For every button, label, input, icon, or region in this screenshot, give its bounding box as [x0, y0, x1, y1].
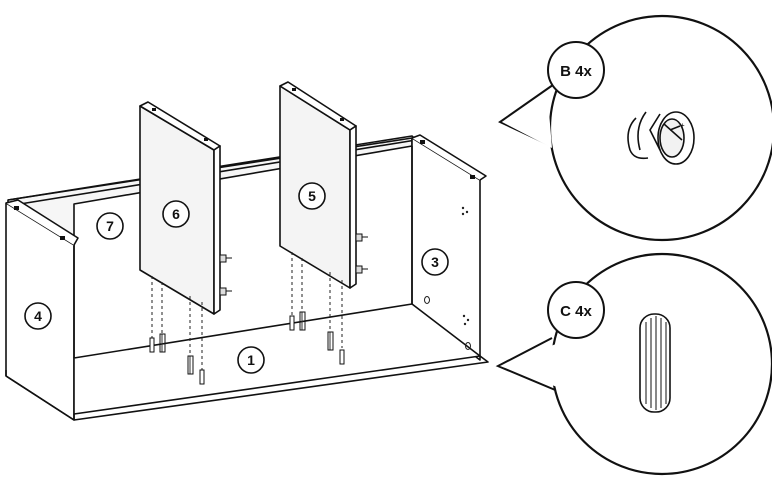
part-number-6: 6	[172, 206, 180, 222]
part-label-1: 1	[237, 346, 265, 374]
part-label-4: 4	[24, 302, 52, 330]
part-label-3: 3	[421, 248, 449, 276]
cam-screws-5	[355, 233, 368, 274]
part-number-4: 4	[34, 308, 42, 324]
dowel-icon	[639, 313, 671, 413]
part-number-5: 5	[308, 188, 316, 204]
callout-c-label: C 4x	[560, 303, 592, 320]
part-label-5: 5	[298, 182, 326, 210]
callout-b: + B 4x	[498, 14, 772, 242]
assembly-guide-lines	[151, 252, 343, 370]
part-label-6: 6	[162, 200, 190, 228]
callout-b-label: B 4x	[560, 63, 592, 80]
svg-text:+: +	[680, 121, 685, 130]
callout-c: C 4x	[495, 252, 772, 476]
bottom-panel	[73, 303, 481, 415]
cam-lock-icon: +	[627, 111, 695, 165]
cabinet-carcass	[5, 134, 489, 421]
right-panel-holes	[424, 206, 471, 350]
bottom-fittings	[149, 311, 345, 385]
part-number-3: 3	[431, 254, 439, 270]
cam-screws-6	[219, 254, 232, 296]
part-number-7: 7	[106, 218, 114, 234]
part-number-1: 1	[247, 352, 255, 368]
edge-notches	[14, 140, 475, 240]
part-label-7: 7	[96, 212, 124, 240]
